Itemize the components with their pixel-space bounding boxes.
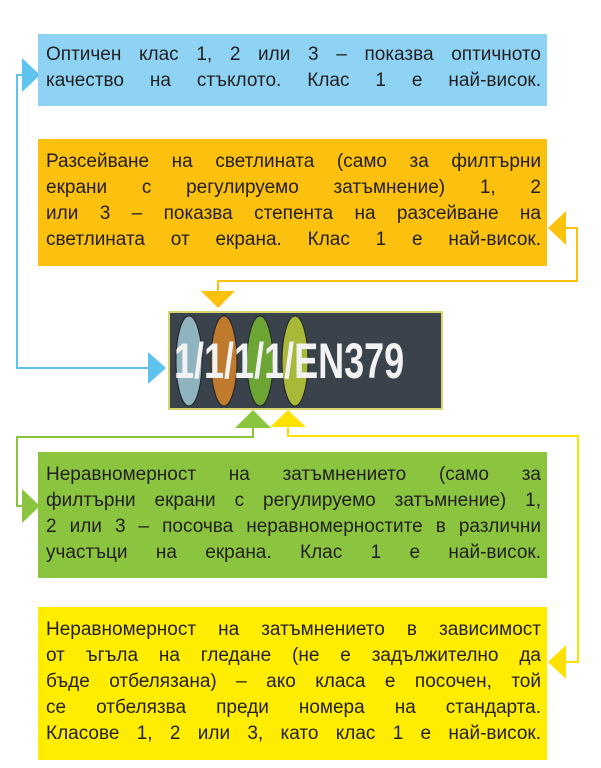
angle-dependence-box: Неравномерност на затъмнението в зависим…: [38, 607, 547, 760]
arrow-right-icon: [22, 58, 40, 92]
text-line: Неравномерност на затъмнението в зависим…: [46, 619, 541, 640]
luminous-variation-box: Неравномерност на затъмнението (само за …: [38, 452, 547, 578]
oval-green: [246, 315, 274, 407]
text-line: от ъгъла на гледане (не е задължително д…: [46, 645, 541, 666]
connector-orange: [217, 227, 578, 292]
text-line: качество на стъклото. Клас 1 е най-висок…: [46, 70, 541, 91]
oval-orange: [210, 315, 238, 407]
text-line: или 3 – показва степента на разсейване н…: [46, 203, 541, 224]
text-line: 2 или 3 – посочва неравномерностите в ра…: [46, 516, 541, 537]
text-line: се отбелязва преди номера на стандарта.: [46, 697, 541, 718]
oval-yellow: [281, 315, 309, 407]
optical-class-box: Оптичен клас 1, 2 или 3 – показва оптичн…: [38, 34, 547, 106]
text-line: Разсейване на светлината (само за филтър…: [46, 151, 541, 172]
text-line: Оптичен клас 1, 2 или 3 – показва оптичн…: [46, 44, 541, 65]
arrow-down-icon: [201, 291, 235, 308]
marking-code: 1/1/1/1/EN379: [174, 333, 405, 389]
text-line: участъци на екрана. Клас 1 е най-висок.: [46, 542, 541, 563]
connector-green: [16, 428, 254, 507]
arrow-left-icon: [548, 645, 566, 679]
connector-yellow: [287, 426, 579, 663]
oval-blue: [175, 315, 203, 407]
arrow-right-icon: [22, 489, 40, 523]
arrow-right-icon: [148, 352, 166, 384]
text-line: бъде отбелязана) – ако класа е посочен, …: [46, 671, 541, 692]
text-line: Класове 1, 2 или 3, като клас 1 е най-ви…: [46, 723, 541, 744]
class-highlight-ovals: [175, 315, 309, 407]
text-line: светлината от екрана. Клас 1 е най-висок…: [46, 229, 541, 250]
light-diffusion-box: Разсейване на светлината (само за филтър…: [38, 139, 547, 266]
arrow-up-icon: [270, 410, 306, 427]
text-line: екрани с регулируемо затъмнение) 1, 2: [46, 177, 541, 198]
arrow-left-icon: [548, 211, 566, 245]
arrow-up-icon: [235, 410, 271, 428]
text-line: Неравномерност на затъмнението (само за: [46, 464, 541, 485]
text-line: филтърни екрани с регулируемо затъмнение…: [46, 490, 541, 511]
en379-marking-label: 1/1/1/1/EN379: [168, 311, 443, 410]
